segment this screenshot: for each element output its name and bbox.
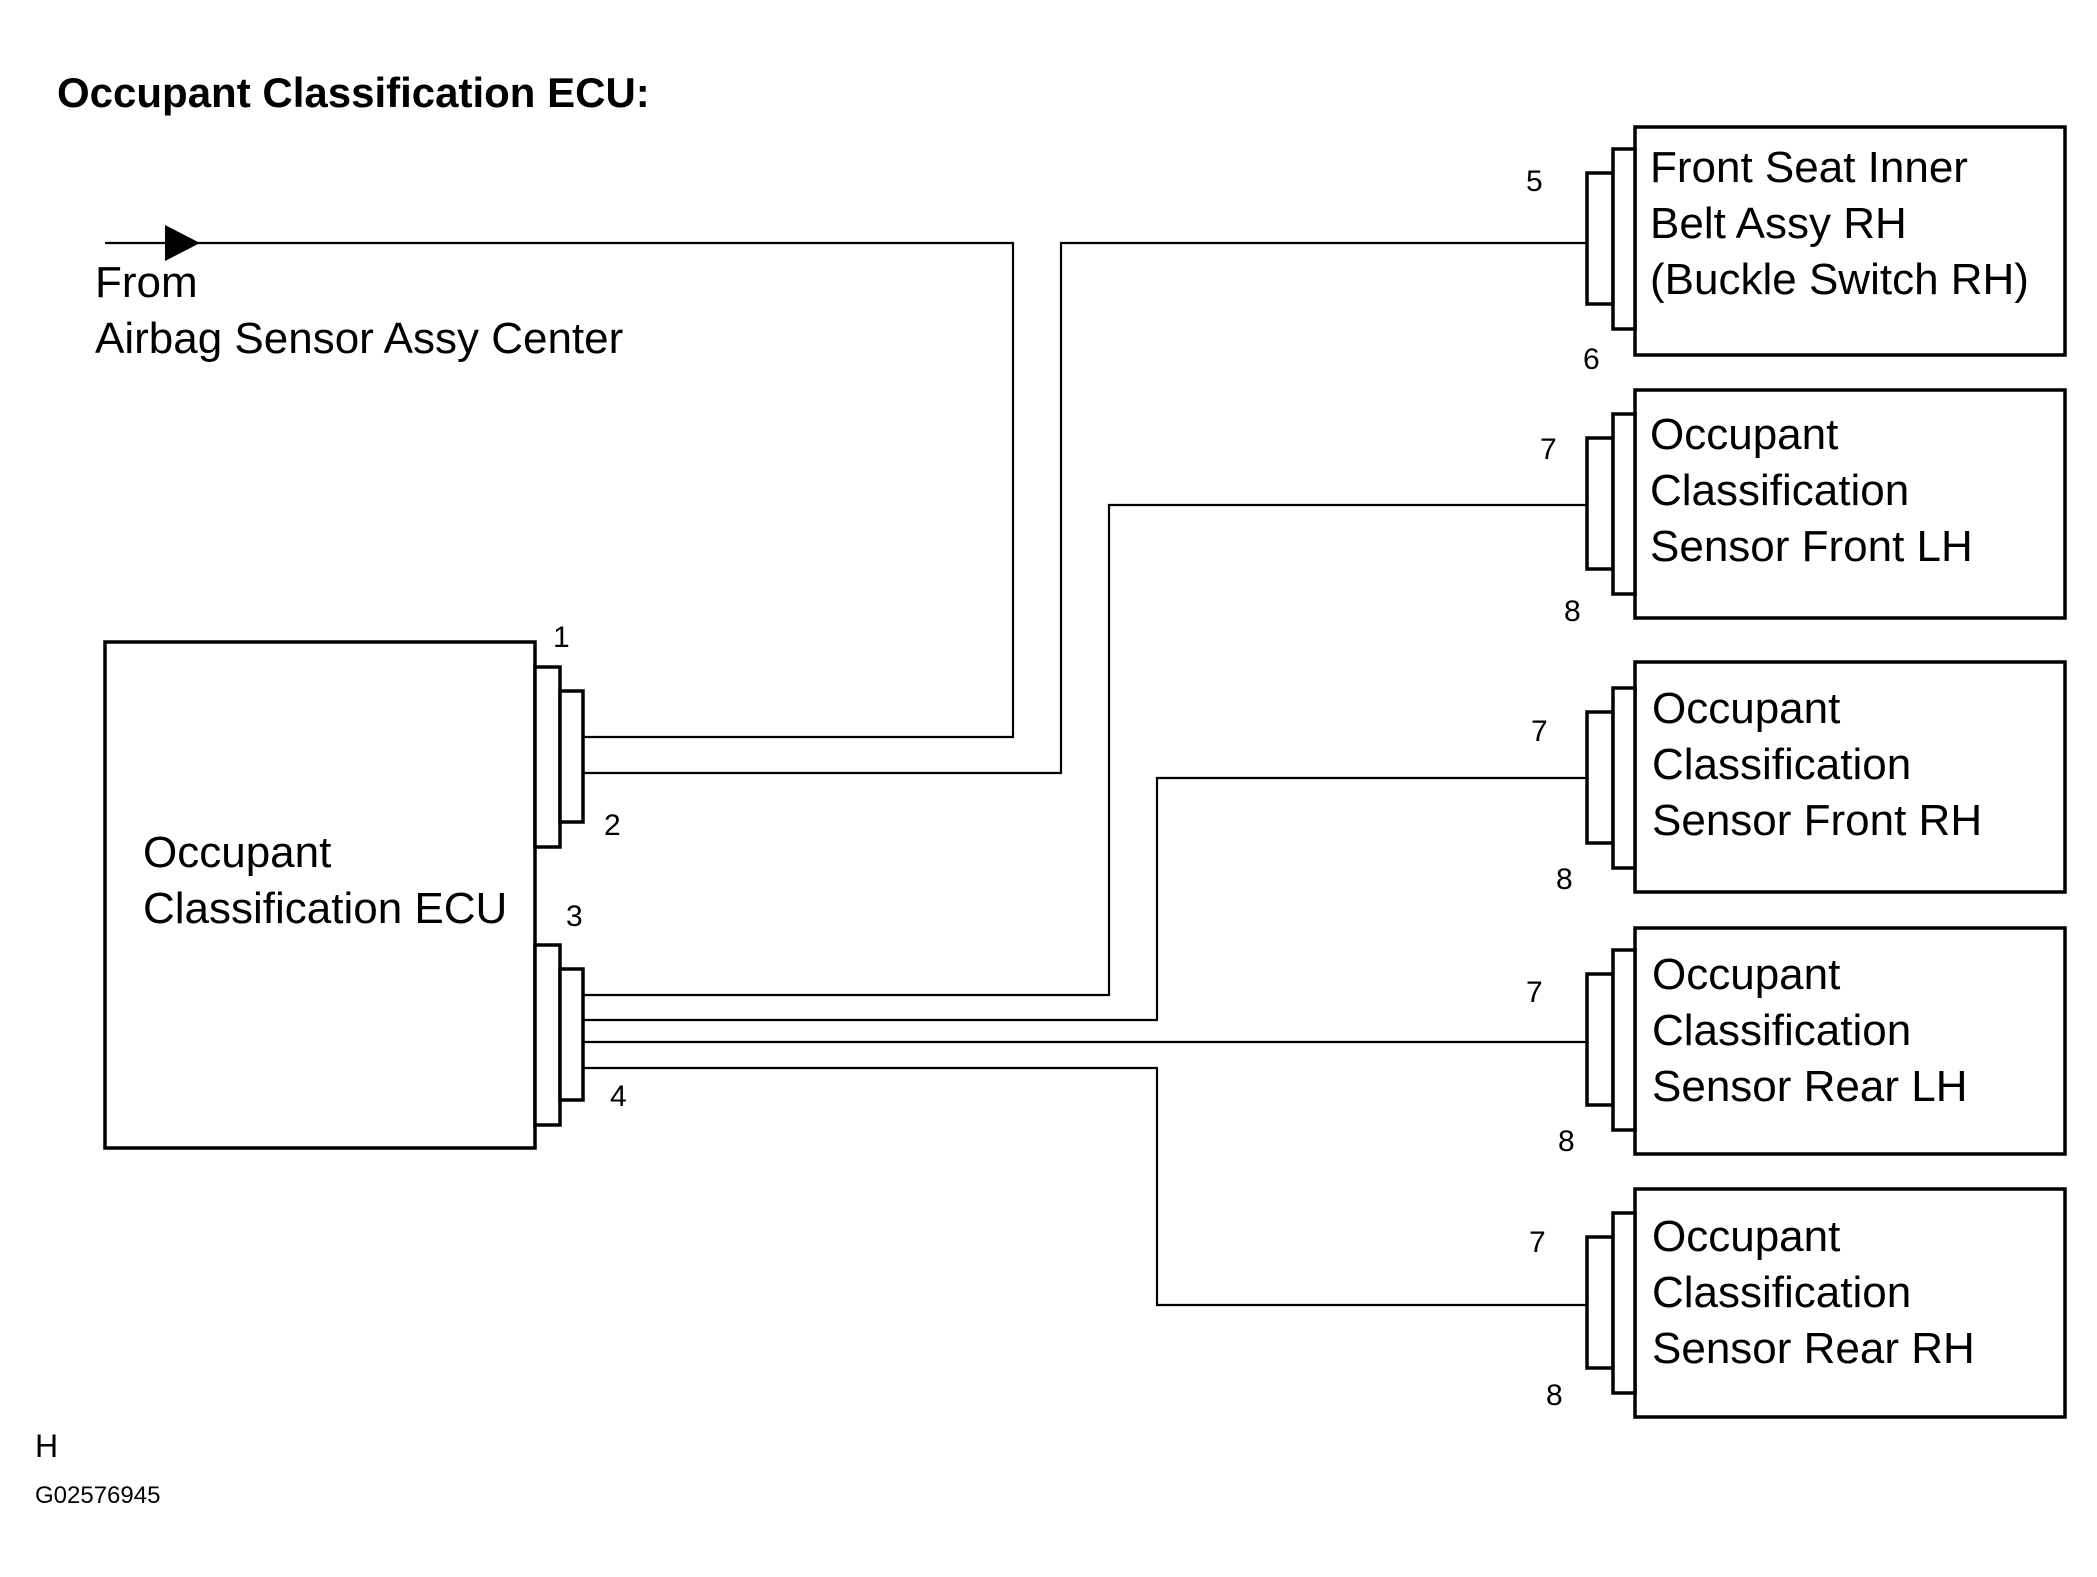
component-pin-top: 7 xyxy=(1540,433,1557,466)
component-pin-bottom: 8 xyxy=(1556,863,1573,896)
ecu-connector-b-inner xyxy=(558,967,585,1102)
component-box xyxy=(1633,1187,2067,1419)
arrow-head-icon xyxy=(165,225,200,261)
component-label-line3: (Buckle Switch RH) xyxy=(1650,255,2029,304)
footer-letter: H xyxy=(35,1428,58,1464)
component-connector-outer xyxy=(1585,436,1615,571)
component-pin-top: 7 xyxy=(1531,715,1548,748)
ecu-pin-2: 2 xyxy=(604,809,621,842)
source-label-name: Airbag Sensor Assy Center xyxy=(95,314,623,363)
component-sensor-rear-lh: Occupant Classification Sensor Rear LH 7… xyxy=(1526,926,2067,1158)
wire-ecu-front-rh xyxy=(583,776,1587,1022)
footer-code: G02576945 xyxy=(35,1482,160,1509)
component-pin-bottom: 8 xyxy=(1546,1379,1563,1412)
component-label-line1: Occupant xyxy=(1652,684,1840,733)
component-connector-outer xyxy=(1585,972,1615,1107)
component-pin-bottom: 6 xyxy=(1583,343,1600,376)
wire-ecu-front-lh xyxy=(583,503,1587,997)
ecu-connector-a-inner xyxy=(558,689,585,824)
component-label-line2: Classification xyxy=(1652,740,1911,789)
component-label-line1: Occupant xyxy=(1652,950,1840,999)
ecu-label-line1: Occupant xyxy=(143,828,331,877)
component-connector-outer xyxy=(1585,710,1615,845)
component-label-line1: Occupant xyxy=(1650,410,1838,459)
ecu-connector-b-outer xyxy=(533,943,562,1127)
component-label-line1: Occupant xyxy=(1652,1212,1840,1261)
component-label-line2: Belt Assy RH xyxy=(1650,199,1907,248)
component-pin-top: 7 xyxy=(1529,1226,1546,1259)
component-box xyxy=(1633,388,2067,620)
component-label-line3: Sensor Rear RH xyxy=(1652,1324,1975,1373)
component-pin-bottom: 8 xyxy=(1564,595,1581,628)
component-connector-inner xyxy=(1611,948,1637,1132)
wire-source-ecu xyxy=(195,241,1015,739)
ecu-box xyxy=(103,640,537,1150)
ecu-connector-a-outer xyxy=(533,665,562,849)
component-buckle-switch: Front Seat Inner Belt Assy RH (Buckle Sw… xyxy=(1526,125,2067,376)
ecu-pin-1: 1 xyxy=(553,621,570,654)
wire-ecu-rear-rh xyxy=(583,1066,1587,1307)
component-pin-bottom: 8 xyxy=(1558,1125,1575,1158)
ecu-pin-4: 4 xyxy=(610,1080,627,1113)
component-connector-outer xyxy=(1585,1235,1615,1370)
wire-ecu-buckle xyxy=(583,241,1587,775)
component-connector-inner xyxy=(1611,412,1637,596)
component-pin-top: 7 xyxy=(1526,976,1543,1009)
ecu-label-line2: Classification ECU xyxy=(143,884,507,933)
component-label-line2: Classification xyxy=(1652,1268,1911,1317)
component-connector-inner xyxy=(1611,1211,1637,1395)
diagram-title: Occupant Classification ECU: xyxy=(57,69,650,116)
component-label-line3: Sensor Rear LH xyxy=(1652,1062,1967,1111)
component-sensor-front-lh: Occupant Classification Sensor Front LH … xyxy=(1540,388,2067,628)
component-connector-inner xyxy=(1611,147,1637,331)
ecu-pin-3: 3 xyxy=(566,900,583,933)
component-connector-outer xyxy=(1585,171,1615,306)
component-connector-inner xyxy=(1611,686,1637,870)
component-pin-top: 5 xyxy=(1526,165,1543,198)
component-label-line2: Classification xyxy=(1650,466,1909,515)
component-label-line2: Classification xyxy=(1652,1006,1911,1055)
component-label-line3: Sensor Front LH xyxy=(1650,522,1973,571)
ecu-block: Occupant Classification ECU 1 2 3 4 xyxy=(103,621,627,1150)
source-arrow xyxy=(105,225,200,261)
component-sensor-rear-rh: Occupant Classification Sensor Rear RH 7… xyxy=(1529,1187,2067,1419)
component-box xyxy=(1633,125,2067,357)
source-label-from: From xyxy=(95,258,198,307)
component-label-line3: Sensor Front RH xyxy=(1652,796,1982,845)
component-label-line1: Front Seat Inner xyxy=(1650,143,1968,192)
wires xyxy=(195,241,1587,1307)
component-box xyxy=(1633,926,2067,1156)
component-sensor-front-rh: Occupant Classification Sensor Front RH … xyxy=(1531,660,2067,896)
